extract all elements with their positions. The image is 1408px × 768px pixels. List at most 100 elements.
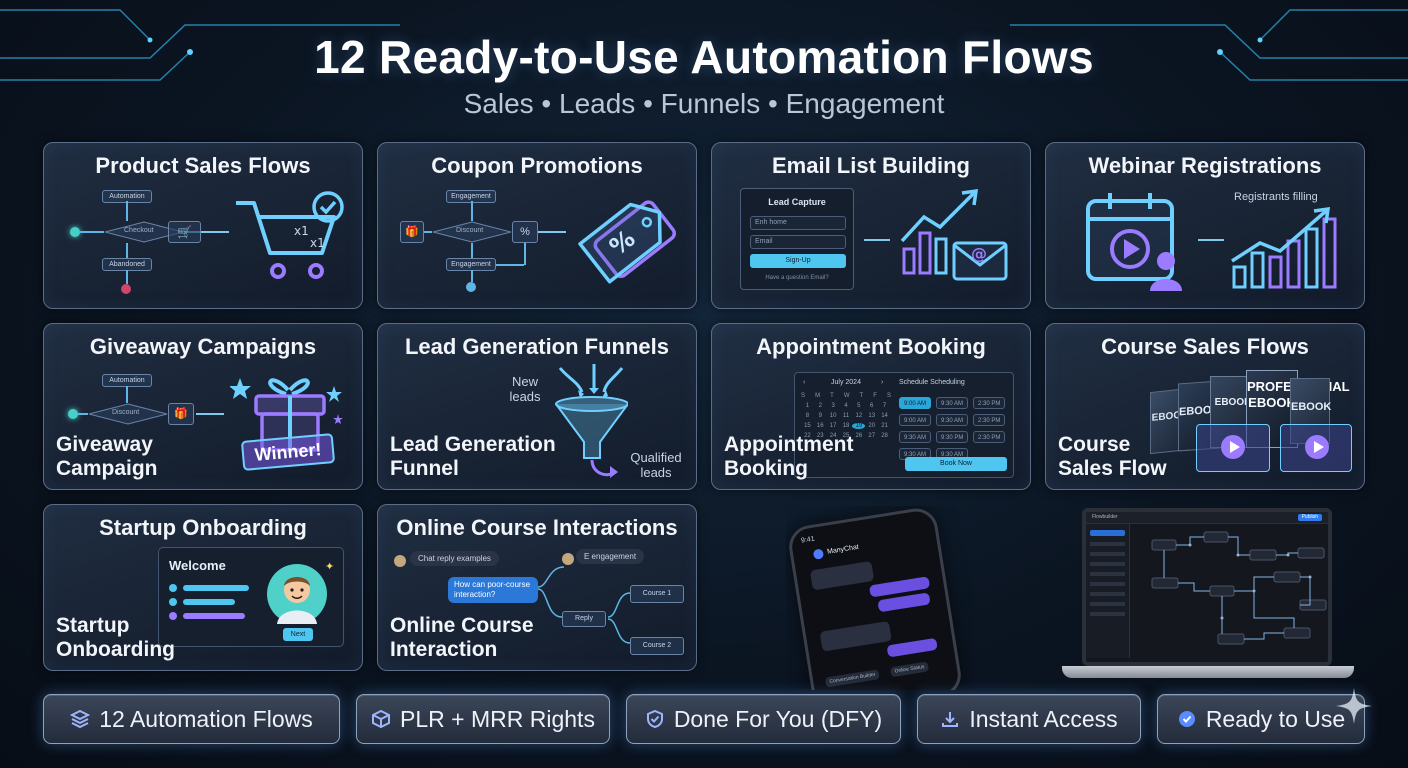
name-field[interactable]: Enh home xyxy=(750,216,846,230)
next-month-button[interactable]: › xyxy=(881,379,884,386)
calendar-day[interactable]: 17 xyxy=(829,423,837,429)
badge-instant-access[interactable]: Instant Access xyxy=(917,694,1141,744)
next-button[interactable]: Next xyxy=(283,628,313,641)
calendar-day[interactable]: 16 xyxy=(816,423,824,429)
user-avatar-icon xyxy=(277,577,317,624)
badge-automation-flows[interactable]: 12 Automation Flows xyxy=(43,694,340,744)
time-slot[interactable]: 2:30 PM xyxy=(973,431,1005,443)
card-course-sales-flows[interactable]: Course Sales Flows EBOOK EBOOK EBOOK PRO… xyxy=(1045,323,1365,490)
badge-label: 12 Automation Flows xyxy=(99,705,313,732)
time-slot-selected[interactable]: 9:00 AM xyxy=(899,397,931,409)
calendar-day[interactable]: 25 xyxy=(842,433,850,439)
calendar-day[interactable]: 9 xyxy=(818,413,822,419)
time-slot[interactable]: 9:00 AM xyxy=(899,414,931,426)
progress-bar xyxy=(183,599,235,605)
publish-button[interactable]: Publish xyxy=(1297,514,1322,521)
card-subtitle: Appointment Booking xyxy=(724,433,854,480)
lead-capture-form: Lead Capture Enh home Email Sign-Up Have… xyxy=(740,188,854,290)
card-giveaway-campaigns[interactable]: Giveaway Campaigns Automation Discount 🎁… xyxy=(43,323,363,490)
weekday: W xyxy=(843,393,850,399)
calendar-day[interactable]: 5 xyxy=(857,403,861,409)
calendar-day[interactable]: 14 xyxy=(881,413,888,419)
calendar-day[interactable]: 4 xyxy=(844,403,848,409)
badge-label: Instant Access xyxy=(969,705,1118,732)
reply-node[interactable]: Reply xyxy=(562,611,606,627)
time-slot[interactable]: 9:30 AM xyxy=(936,414,968,426)
calendar-day[interactable]: 24 xyxy=(829,433,837,439)
calendar-day[interactable]: 27 xyxy=(868,433,876,439)
weekday: S xyxy=(801,393,806,399)
time-slot[interactable]: 2:30 PM xyxy=(973,397,1005,409)
calendar-day[interactable]: 21 xyxy=(881,423,888,429)
video-thumbnail[interactable] xyxy=(1196,424,1270,472)
card-email-list-building[interactable]: Email List Building Lead Capture Enh hom… xyxy=(711,142,1031,309)
prev-month-button[interactable]: ‹ xyxy=(803,379,806,386)
calendar-day[interactable]: 6 xyxy=(870,403,874,409)
time-slot[interactable]: 9:30 AM xyxy=(936,397,968,409)
avatar xyxy=(394,555,406,567)
calendar-day[interactable]: 22 xyxy=(804,433,811,439)
quick-reply[interactable]: Online Status xyxy=(889,661,930,678)
svg-text:x1: x1 xyxy=(310,236,325,250)
badge-label: Ready to Use xyxy=(1205,705,1346,732)
welcome-panel: Welcome ✦ Next xyxy=(158,547,344,647)
calendar-day[interactable]: 20 xyxy=(868,423,876,429)
weekday: T xyxy=(830,393,834,399)
book-now-button[interactable]: Book Now xyxy=(905,457,1007,471)
calendar-day[interactable]: 12 xyxy=(855,413,863,419)
calendar-day[interactable]: 26 xyxy=(855,433,863,439)
card-lead-generation-funnels[interactable]: Lead Generation Funnels New leads Qualif… xyxy=(377,323,697,490)
course-node[interactable]: Course 1 xyxy=(630,585,684,603)
flow-canvas xyxy=(1151,531,1327,645)
card-webinar-registrations[interactable]: Webinar Registrations Registrants fillin… xyxy=(1045,142,1365,309)
badge-done-for-you[interactable]: Done For You (DFY) xyxy=(626,694,901,744)
calendar-day[interactable]: 2 xyxy=(818,403,822,409)
card-coupon-promotions[interactable]: Coupon Promotions Engagement Discount En… xyxy=(377,142,697,309)
welcome-title: Welcome xyxy=(169,558,226,573)
flow-node-label: Checkout xyxy=(124,227,154,234)
calendar-day[interactable]: 23 xyxy=(816,433,824,439)
svg-text:@: @ xyxy=(971,244,987,263)
quick-reply[interactable]: Conversation Builder xyxy=(824,669,881,688)
signup-button[interactable]: Sign-Up xyxy=(750,254,846,268)
time-slot[interactable]: 9:30 AM xyxy=(899,431,931,443)
calendar-day[interactable]: 19 xyxy=(852,423,866,429)
badge-label: PLR + MRR Rights xyxy=(400,705,595,732)
form-footer: Have a question Email? xyxy=(765,275,829,281)
calendar-day[interactable]: 8 xyxy=(805,413,810,419)
gift-mini-icon: 🎁 xyxy=(168,403,194,425)
calendar-day[interactable]: 10 xyxy=(829,413,837,419)
calendar-day[interactable]: 15 xyxy=(804,423,811,429)
calendar-day[interactable]: 11 xyxy=(842,413,850,419)
calendar-day[interactable]: 18 xyxy=(842,423,850,429)
calendar-day[interactable]: 7 xyxy=(882,403,887,409)
card-appointment-booking[interactable]: Appointment Booking ‹ July 2024 › S M T … xyxy=(711,323,1031,490)
time-slots: 9:00 AM 9:30 AM 2:30 PM 9:00 AM 9:30 AM … xyxy=(899,397,1009,460)
video-thumbnail[interactable] xyxy=(1280,424,1352,472)
badge-ready-to-use[interactable]: Ready to Use xyxy=(1157,694,1365,744)
page-subtitle: Sales • Leads • Funnels • Engagement xyxy=(463,88,945,119)
email-field[interactable]: Email xyxy=(750,235,846,249)
sidebar xyxy=(1086,524,1130,658)
calendar-day[interactable]: 3 xyxy=(831,403,835,409)
calendar-day[interactable]: 13 xyxy=(868,413,876,419)
card-subtitle: Online Course Interaction xyxy=(390,614,534,661)
badge-label: Done For You (DFY) xyxy=(673,705,883,732)
avatar xyxy=(562,553,574,565)
percent-mini-icon: % xyxy=(512,221,538,243)
badge-plr-mrr[interactable]: PLR + MRR Rights xyxy=(356,694,610,744)
avatar xyxy=(267,564,327,624)
calendar-day[interactable]: 1 xyxy=(805,403,810,409)
time-slot[interactable]: 9:30 PM xyxy=(936,431,968,443)
time-slot[interactable]: 2:30 PM xyxy=(973,414,1005,426)
cube-icon xyxy=(371,709,391,729)
course-node[interactable]: Course 2 xyxy=(630,637,684,655)
card-product-sales[interactable]: Product Sales Flows Automation Checkout … xyxy=(43,142,363,309)
card-startup-onboarding[interactable]: Startup Onboarding Welcome ✦ Next Startu… xyxy=(43,504,363,671)
card-title: Startup Onboarding xyxy=(99,515,307,540)
card-subtitle: Course Sales Flow xyxy=(1058,433,1167,480)
card-online-course-interactions[interactable]: Online Course Interactions Chat reply ex… xyxy=(377,504,697,671)
calendar-day[interactable]: 28 xyxy=(881,433,888,439)
card-subtitle: Giveaway Campaign xyxy=(56,433,158,480)
